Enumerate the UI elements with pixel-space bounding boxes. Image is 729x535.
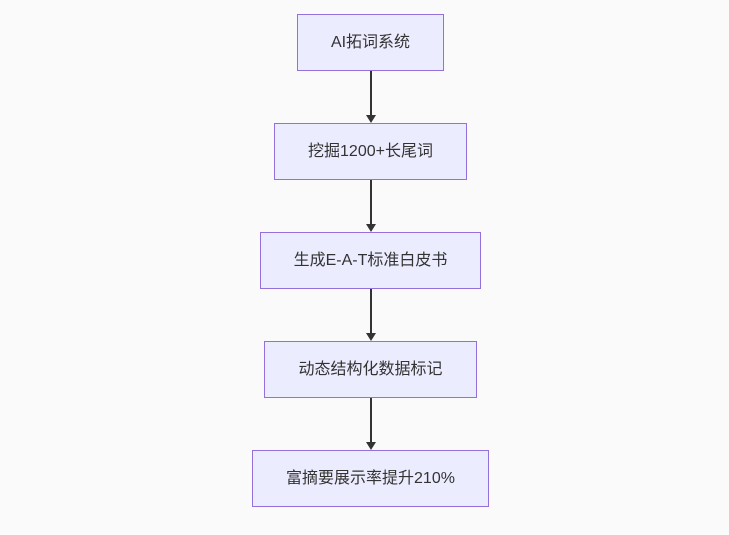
flowchart-node-label: 富摘要展示率提升210% xyxy=(286,469,455,487)
flowchart-node-label: 挖掘1200+长尾词 xyxy=(308,142,433,160)
flowchart-arrow xyxy=(365,71,376,123)
flowchart-canvas: AI拓词系统 挖掘1200+长尾词 生成E-A-T标准白皮书 动态结构化数据标记… xyxy=(6,0,729,535)
arrow-head-icon xyxy=(365,442,376,450)
arrow-line xyxy=(369,289,372,333)
flowchart-node-step-4: 动态结构化数据标记 xyxy=(264,341,477,398)
flowchart-arrow xyxy=(365,398,376,450)
flowchart-node-label: 生成E-A-T标准白皮书 xyxy=(293,251,448,269)
flowchart-node-step-2: 挖掘1200+长尾词 xyxy=(274,123,467,180)
flowchart-node-label: 动态结构化数据标记 xyxy=(298,360,443,378)
arrow-line xyxy=(369,398,372,442)
flowchart-node-step-1: AI拓词系统 xyxy=(296,14,445,71)
arrow-line xyxy=(369,180,372,224)
arrow-head-icon xyxy=(365,224,376,232)
flowchart-node-step-3: 生成E-A-T标准白皮书 xyxy=(259,232,482,289)
flowchart-node-step-5: 富摘要展示率提升210% xyxy=(252,450,489,507)
flowchart-arrow xyxy=(365,289,376,341)
flowchart-node-label: AI拓词系统 xyxy=(330,33,411,51)
arrow-line xyxy=(369,71,372,115)
arrow-head-icon xyxy=(365,333,376,341)
arrow-head-icon xyxy=(365,115,376,123)
flowchart-arrow xyxy=(365,180,376,232)
